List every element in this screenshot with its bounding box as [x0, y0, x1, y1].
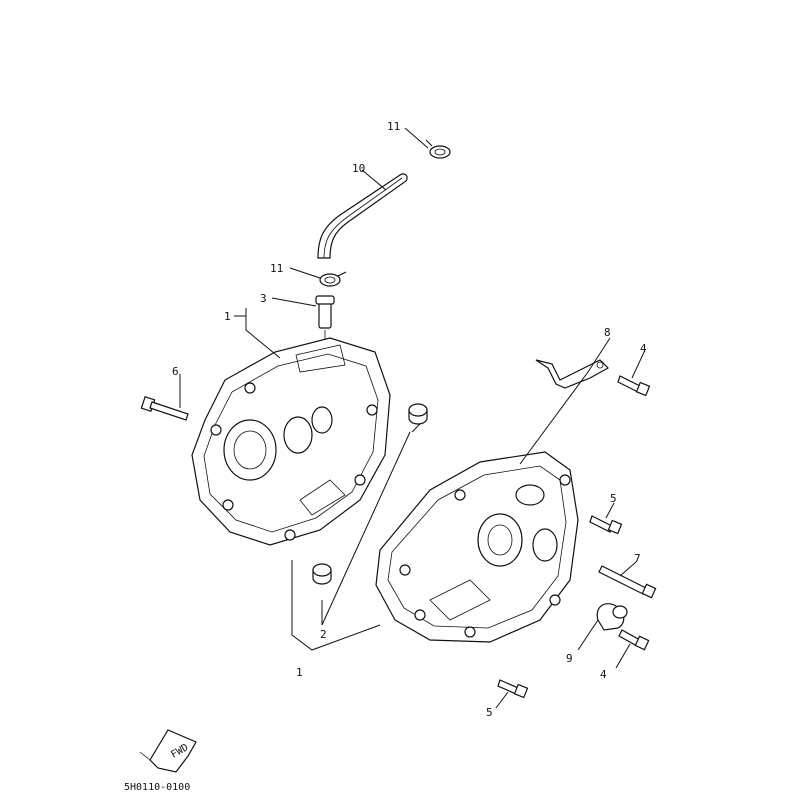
dowel-pin-upper	[408, 403, 428, 425]
breather-fitting	[315, 295, 335, 355]
callout-screw-lower-right: 4	[600, 668, 607, 681]
callout-bracket-top: 8	[604, 326, 611, 339]
callout-screw-upper-right: 4	[640, 342, 647, 355]
screw-lower-right	[618, 629, 650, 651]
callout-clamp: 9	[566, 652, 573, 665]
breather-hose	[317, 173, 408, 259]
callout-screw-mid-right: 5	[610, 492, 617, 505]
drawing-code: 5H0110-0100	[124, 782, 190, 793]
clamp	[596, 603, 628, 631]
bracket-top	[535, 359, 609, 389]
fwd-arrow-icon: FWD	[139, 729, 197, 773]
callout-screw-bottom: 5	[486, 706, 493, 719]
screw-mid-right	[589, 515, 623, 535]
screw-bottom	[497, 679, 529, 699]
dowel-pin-lower	[312, 563, 332, 585]
crankcase-left	[191, 337, 391, 546]
callout-crankcase-right: 1	[296, 666, 303, 679]
callout-crankcase-left: 1	[224, 310, 231, 323]
callout-bolt-right: 7	[634, 552, 641, 565]
callout-hose-clip-lower: 11	[270, 262, 283, 275]
callout-hose-clip-upper: 11	[387, 120, 400, 133]
callout-breather-fitting: 3	[260, 292, 267, 305]
callout-dowel-pin: 2	[320, 628, 327, 641]
hose-clip-lower	[319, 271, 347, 287]
hose-clip-upper	[425, 139, 451, 159]
callout-bolt-left: 6	[172, 365, 179, 378]
bolt-left	[140, 395, 189, 421]
screw-upper-right	[617, 375, 651, 397]
callout-breather-hose: 10	[352, 162, 365, 175]
bolt-right	[598, 565, 657, 599]
crankcase-right	[375, 451, 579, 643]
leader-lines	[179, 127, 646, 709]
